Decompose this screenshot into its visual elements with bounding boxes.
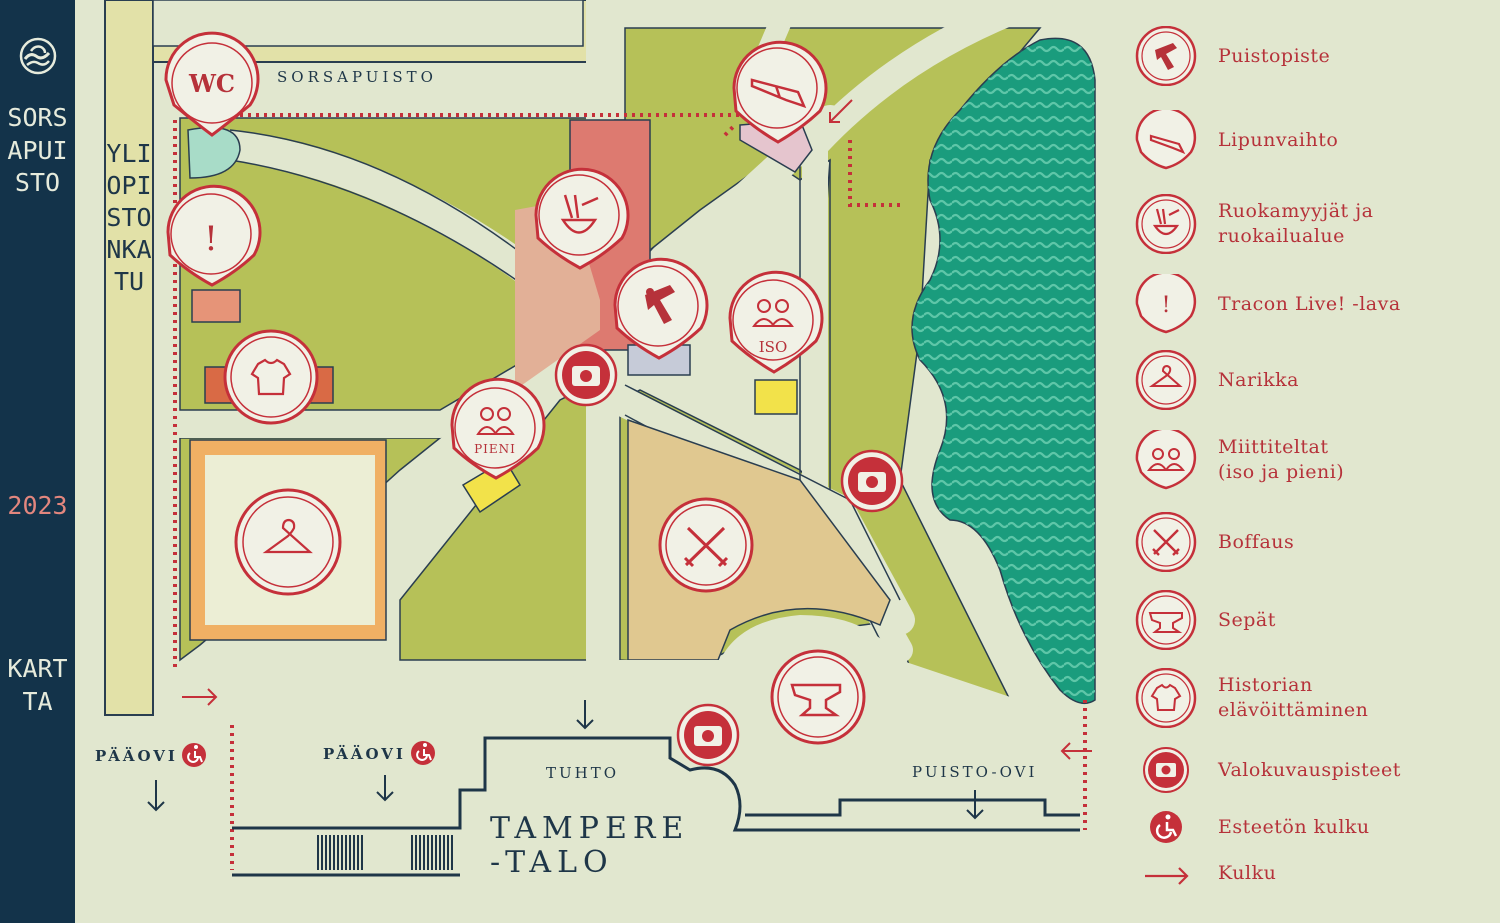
meetup-tents-icon bbox=[476, 407, 515, 435]
legend-item-accessible: Esteetön kulku bbox=[1105, 797, 1500, 857]
map-marker-history[interactable] bbox=[223, 329, 319, 425]
camera-icon bbox=[1143, 747, 1189, 793]
wave-logo-icon bbox=[19, 37, 57, 75]
street-yliopistonkatu bbox=[104, 0, 154, 716]
accessible-icon bbox=[411, 741, 435, 765]
legend-label: Tracon Live! -lava bbox=[1218, 292, 1401, 315]
map-marker-camera[interactable] bbox=[554, 343, 618, 407]
building-name-line1: TAMPERE bbox=[490, 811, 689, 846]
zones bbox=[187, 119, 891, 661]
ticket-exchange-icon bbox=[750, 78, 807, 109]
accessible-icon bbox=[182, 743, 206, 767]
map-marker-boffaus[interactable] bbox=[658, 497, 754, 593]
legend-item-ticket: Lipunvaihto bbox=[1105, 110, 1500, 170]
park-door-label: PUISTO-OVI bbox=[912, 763, 1037, 781]
anvil-icon bbox=[790, 683, 842, 717]
hanger-icon bbox=[1135, 350, 1197, 410]
exclamation-icon: ! bbox=[1135, 274, 1197, 334]
legend-item-info-point: Puistopiste bbox=[1105, 26, 1500, 86]
map-marker-tent-small[interactable]: PIENI bbox=[450, 377, 546, 480]
tunic-icon bbox=[1135, 668, 1197, 728]
accessible-route bbox=[173, 113, 1087, 870]
arrow-down-icon bbox=[147, 780, 165, 812]
entrance-steps bbox=[317, 835, 453, 870]
info-point-icon bbox=[645, 285, 675, 324]
legend-label: Boffaus bbox=[1218, 530, 1295, 553]
legend-item-food: Ruokamyyjät ja ruokailualue bbox=[1105, 194, 1500, 254]
map-marker-stage[interactable]: ! bbox=[166, 184, 262, 287]
tent-big-label: ISO bbox=[759, 338, 788, 356]
info-point-icon bbox=[1135, 26, 1197, 86]
crossed-swords-icon bbox=[1135, 512, 1197, 572]
meetup-tents-icon bbox=[752, 299, 794, 327]
map-legend: Puistopiste Lipunvaihto Ruokamyyjät ja r… bbox=[1105, 0, 1500, 923]
street-name-label: YLIOPISTONKATU bbox=[106, 139, 152, 296]
map-marker-cloakroom[interactable] bbox=[234, 488, 342, 596]
arrow-down-left-icon bbox=[829, 99, 853, 123]
legend-label: Narikka bbox=[1218, 368, 1299, 391]
legend-label: Kulku bbox=[1218, 861, 1277, 884]
legend-label: Historian elävöittäminen bbox=[1218, 674, 1369, 721]
legend-item-flow: Kulku bbox=[1105, 843, 1500, 903]
arrow-down-icon bbox=[966, 790, 984, 820]
arrow-down-icon bbox=[376, 775, 394, 802]
legend-label: Valokuvauspisteet bbox=[1218, 758, 1401, 781]
legend-item-stage: ! Tracon Live! -lava bbox=[1105, 274, 1500, 334]
tampere-talo-building bbox=[232, 736, 1080, 877]
stage-marker-label: ! bbox=[204, 219, 218, 259]
sidebar-title: SORSAPUISTO bbox=[7, 103, 68, 198]
tunic-icon bbox=[250, 358, 292, 396]
arrow-left-icon bbox=[1060, 742, 1092, 760]
park-map: SORSAPUISTO TAMPERE -TALO TUHTO PÄÄOVI P… bbox=[75, 0, 1105, 923]
map-marker-info-point[interactable] bbox=[613, 257, 709, 360]
ticket-exchange-icon bbox=[1135, 110, 1197, 170]
arrow-down-icon bbox=[576, 700, 594, 730]
map-marker-food[interactable] bbox=[534, 167, 630, 270]
map-marker-tent-big[interactable]: ISO bbox=[728, 270, 824, 374]
accessible-icon bbox=[1150, 811, 1182, 843]
map-marker-camera[interactable] bbox=[676, 703, 740, 767]
map-marker-smiths[interactable] bbox=[770, 649, 866, 745]
tent-small-label: PIENI bbox=[474, 442, 516, 456]
food-bowl-icon bbox=[560, 194, 599, 234]
sidebar: SORSAPUISTO 2023 KARTTA bbox=[0, 0, 75, 923]
building-name-line2: -TALO bbox=[490, 845, 614, 880]
sidebar-year: 2023 bbox=[7, 491, 68, 520]
entrance-main-right-label: PÄÄOVI bbox=[323, 744, 406, 763]
meetup-tents-icon bbox=[1135, 430, 1197, 490]
arrow-right-icon bbox=[1145, 867, 1189, 885]
food-bowl-icon bbox=[1135, 194, 1197, 254]
legend-label: Puistopiste bbox=[1218, 44, 1331, 67]
legend-item-boffaus: Boffaus bbox=[1105, 512, 1500, 572]
map-marker-camera[interactable] bbox=[840, 449, 904, 513]
legend-item-camera: Valokuvauspisteet bbox=[1105, 740, 1500, 800]
legend-label: Sepät bbox=[1218, 608, 1276, 631]
legend-label: Ruokamyyjät ja ruokailualue bbox=[1218, 200, 1374, 247]
legend-item-history: Historian elävöittäminen bbox=[1105, 668, 1500, 728]
legend-item-smiths: Sepät bbox=[1105, 590, 1500, 650]
anvil-icon bbox=[1135, 590, 1197, 650]
arrow-right-icon bbox=[182, 688, 218, 706]
legend-label: Miittiteltat (iso ja pieni) bbox=[1218, 436, 1345, 483]
wc-label: WC bbox=[188, 69, 235, 98]
map-marker-ticket[interactable] bbox=[732, 40, 828, 144]
sidebar-subtitle: KARTTA bbox=[7, 654, 68, 716]
legend-item-tents: Miittiteltat (iso ja pieni) bbox=[1105, 430, 1500, 490]
entrance-main-left-label: PÄÄOVI bbox=[95, 746, 178, 765]
park-name-label: SORSAPUISTO bbox=[277, 68, 437, 86]
legend-label: Lipunvaihto bbox=[1218, 128, 1339, 151]
map-marker-wc[interactable]: WC bbox=[164, 31, 260, 137]
hanger-icon bbox=[262, 518, 313, 554]
svg-text:!: ! bbox=[1162, 293, 1171, 318]
tuhto-label: TUHTO bbox=[546, 764, 619, 782]
legend-label: Esteetön kulku bbox=[1218, 815, 1370, 838]
crossed-swords-icon bbox=[683, 526, 729, 568]
legend-item-cloakroom: Narikka bbox=[1105, 350, 1500, 410]
